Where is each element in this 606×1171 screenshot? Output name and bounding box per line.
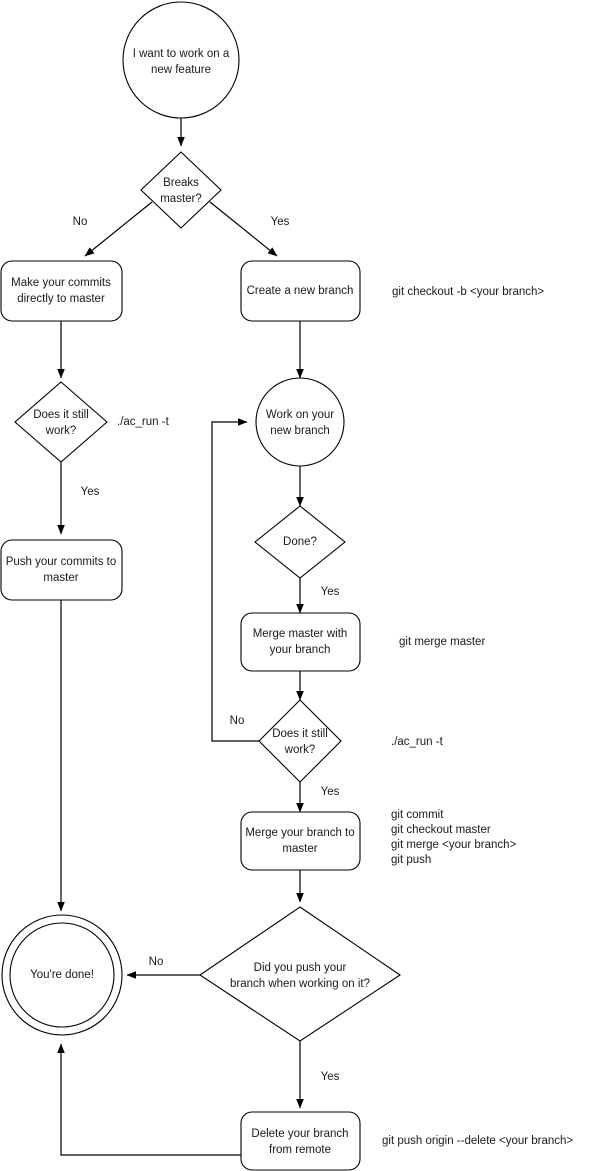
- node-does-it-work-left[interactable]: Does it still work?: [14, 381, 108, 463]
- node-merge-master[interactable]: Merge master with your branch: [240, 612, 361, 672]
- done-question-diamond: [254, 505, 346, 579]
- edge-midworkq-no-loop: [211, 418, 260, 742]
- did-you-push-label-line1: Did you push your: [254, 962, 347, 974]
- edge-label-done-yes: Yes: [321, 586, 340, 598]
- edge-deletebranch-to-done: [57, 1043, 241, 1156]
- node-merge-branch[interactable]: Merge your branch to master: [240, 811, 361, 871]
- youre-done-outer-circle: [1, 914, 123, 1036]
- edge-label-breaks-no: No: [73, 216, 88, 228]
- edge-label-mid-work-yes: Yes: [321, 786, 340, 798]
- merge-branch-label-line2: master: [282, 843, 317, 855]
- merge-branch-label-line1: Merge your branch to: [245, 827, 354, 839]
- annotation-git-commit: git commit: [391, 809, 444, 821]
- edge-label-push-yes: Yes: [321, 1071, 340, 1083]
- annotation-merge-commands: git commit git checkout master git merge…: [391, 809, 517, 866]
- annotation-git-merge-master: git merge master: [399, 636, 485, 648]
- annotation-git-push: git push: [391, 854, 431, 866]
- edge-label-mid-work-no: No: [230, 715, 245, 727]
- does-it-work-left-label-line2: work?: [45, 425, 77, 437]
- does-it-work-mid-diamond: [258, 699, 342, 783]
- edge-label-push-no: No: [149, 956, 164, 968]
- work-on-branch-label-line2: new branch: [270, 425, 329, 437]
- node-create-branch[interactable]: Create a new branch: [240, 260, 361, 322]
- make-commits-label-line1: Make your commits: [11, 277, 111, 289]
- does-it-work-mid-label-line1: Does it still: [272, 728, 328, 740]
- start-circle: [122, 1, 240, 119]
- edge-breaks-yes: [209, 201, 278, 257]
- create-branch-label-line1: Create a new branch: [247, 285, 354, 297]
- node-start[interactable]: I want to work on a new feature: [122, 1, 240, 119]
- node-done-question[interactable]: Done?: [254, 505, 346, 579]
- edges-layer: [57, 118, 304, 1156]
- node-push-commits[interactable]: Push your commits to master: [0, 539, 123, 601]
- node-delete-branch[interactable]: Delete your branch from remote: [240, 1111, 361, 1171]
- annotation-git-merge-branch: git merge <your branch>: [391, 839, 517, 851]
- breaks-master-label-line1: Breaks: [163, 177, 199, 189]
- edge-label-left-work-yes: Yes: [81, 486, 100, 498]
- push-commits-label-line2: master: [43, 572, 78, 584]
- start-label-line2: new feature: [151, 64, 211, 76]
- delete-branch-label-line2: from remote: [269, 1144, 331, 1156]
- does-it-work-left-label-line1: Does it still: [33, 409, 89, 421]
- work-on-branch-circle: [255, 377, 345, 467]
- node-breaks-master[interactable]: Breaks master?: [140, 151, 222, 229]
- delete-branch-label-line1: Delete your branch: [251, 1128, 348, 1140]
- start-label-line1: I want to work on a: [133, 48, 230, 60]
- create-branch-box: [240, 260, 361, 322]
- annotation-git-checkout-b: git checkout -b <your branch>: [392, 286, 544, 298]
- make-commits-box: [0, 260, 123, 322]
- delete-branch-box: [240, 1111, 361, 1171]
- merge-branch-box: [240, 811, 361, 871]
- did-you-push-diamond: [199, 906, 401, 1042]
- annotation-ac-run-mid: ./ac_run -t: [391, 736, 444, 748]
- youre-done-inner-circle: [9, 922, 115, 1028]
- node-does-it-work-mid[interactable]: Does it still work?: [258, 699, 342, 783]
- annotation-git-checkout-master: git checkout master: [391, 824, 491, 836]
- does-it-work-left-diamond: [14, 381, 108, 463]
- merge-master-label-line2: your branch: [270, 644, 331, 656]
- work-on-branch-label-line1: Work on your: [266, 409, 334, 421]
- node-work-on-branch[interactable]: Work on your new branch: [255, 377, 345, 467]
- annotation-ac-run-left: ./ac_run -t: [117, 416, 170, 428]
- does-it-work-mid-label-line2: work?: [284, 744, 316, 756]
- merge-master-label-line1: Merge master with: [253, 628, 348, 640]
- node-did-you-push[interactable]: Did you push your branch when working on…: [199, 906, 401, 1042]
- breaks-master-label-line2: master?: [160, 193, 202, 205]
- done-question-label: Done?: [283, 536, 317, 548]
- node-youre-done[interactable]: You're done!: [1, 914, 123, 1036]
- youre-done-label: You're done!: [30, 969, 94, 981]
- did-you-push-label-line2: branch when working on it?: [230, 978, 370, 990]
- edge-label-breaks-yes: Yes: [271, 216, 290, 228]
- annotation-git-push-origin-delete: git push origin --delete <your branch>: [382, 1135, 573, 1147]
- breaks-master-diamond: [140, 151, 222, 229]
- edge-breaks-no: [84, 201, 153, 257]
- merge-master-box: [240, 612, 361, 672]
- node-make-commits[interactable]: Make your commits directly to master: [0, 260, 123, 322]
- push-commits-label-line1: Push your commits to: [6, 556, 117, 568]
- make-commits-label-line2: directly to master: [17, 293, 105, 305]
- push-commits-box: [0, 539, 123, 601]
